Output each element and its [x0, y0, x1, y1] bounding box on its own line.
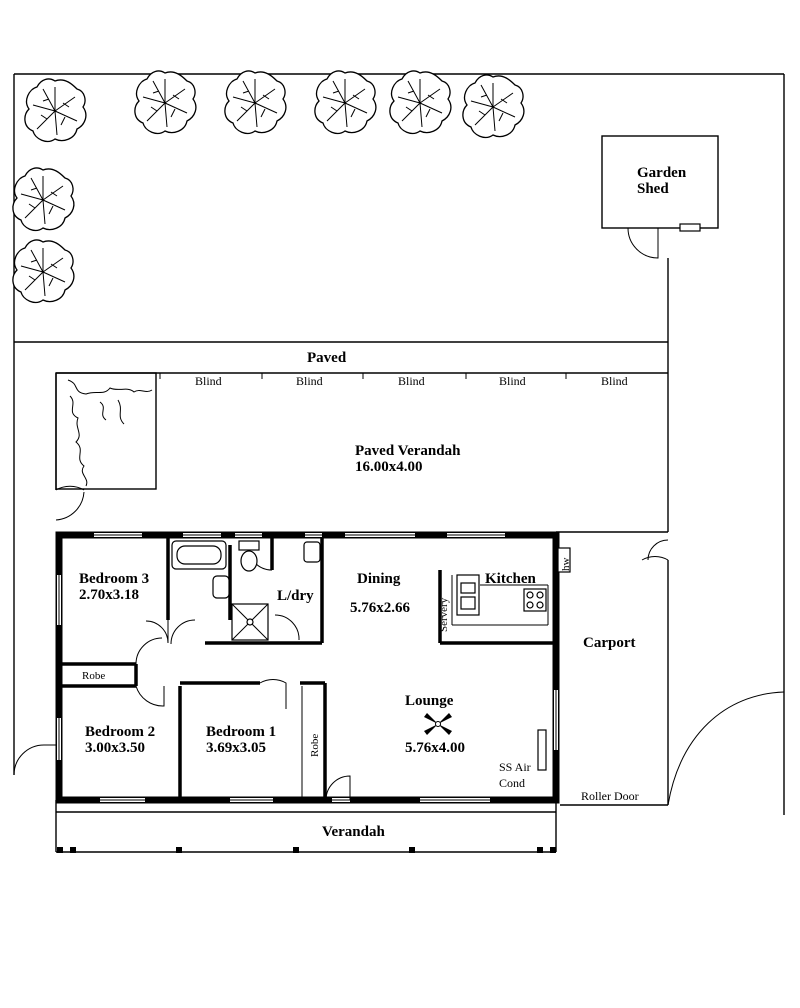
blind-label: Blind	[499, 374, 526, 388]
trees	[12, 70, 525, 304]
paved-verandah: Blind Blind Blind Blind Blind Paved Vera…	[55, 372, 668, 533]
ceiling-fan-icon	[424, 713, 452, 735]
lounge-label: Lounge	[405, 693, 454, 709]
bedroom3-size: 2.70x3.18	[79, 587, 139, 603]
robe-label: Robe	[82, 670, 105, 682]
door-swing-icon	[259, 679, 287, 709]
tree-icon	[389, 70, 452, 135]
garden-shed: Garden Shed	[601, 135, 719, 259]
roller-door-label: Roller Door	[581, 789, 639, 803]
blind-label: Blind	[296, 374, 323, 388]
door-swing-icon	[135, 685, 165, 707]
roller-door-swing	[667, 691, 785, 806]
hot-water-label: hw	[560, 558, 572, 572]
tree-icon	[12, 167, 75, 232]
garden-shed-label: Garden	[637, 165, 687, 181]
bedroom1-size: 3.69x3.05	[206, 740, 266, 756]
cooktop-icon	[523, 588, 547, 612]
air-conditioner	[537, 729, 547, 771]
tree-icon	[24, 78, 87, 143]
bedroom3-label: Bedroom 3	[79, 571, 149, 587]
tree-icon	[224, 70, 287, 135]
bedroom2-label: Bedroom 2	[85, 724, 155, 740]
door-swing-icon	[641, 539, 669, 561]
toilet-icon	[238, 540, 260, 572]
door-swing-icon	[170, 619, 196, 645]
house	[55, 531, 571, 804]
tree-icon	[134, 70, 197, 135]
shower-icon	[231, 603, 269, 641]
blind-label: Blind	[398, 374, 425, 388]
basin-icon	[212, 575, 230, 599]
blind-label: Blind	[601, 374, 628, 388]
bedroom2-size: 3.00x3.50	[85, 740, 145, 756]
lounge-size: 5.76x4.00	[405, 740, 465, 756]
blind-label: Blind	[195, 374, 222, 388]
air-cond-label-2: Cond	[499, 776, 525, 790]
robe-label: Robe	[309, 734, 321, 757]
door-swing-icon	[274, 614, 300, 641]
dining-size: 5.76x2.66	[350, 600, 411, 616]
hot-water-unit	[557, 547, 571, 573]
washtub-icon	[303, 541, 321, 563]
verandah-label: Verandah	[322, 824, 385, 840]
carport: Carport Roller Door	[560, 539, 785, 806]
door-swing-icon	[325, 775, 351, 801]
servery-label: Servery	[438, 597, 450, 632]
tree-icon	[12, 239, 75, 304]
door-swing-icon	[13, 744, 56, 776]
paved-verandah-label: Paved Verandah	[355, 443, 461, 459]
kitchen-label: Kitchen	[485, 571, 536, 587]
sink-icon	[456, 574, 480, 616]
carport-label: Carport	[583, 635, 636, 651]
paved-area: Paved	[13, 258, 669, 775]
laundry-label: L/dry	[277, 588, 314, 604]
bedroom1-label: Bedroom 1	[206, 724, 276, 740]
tree-icon	[314, 70, 377, 135]
tree-icon	[462, 74, 525, 139]
garden-shed-label-2: Shed	[637, 181, 669, 197]
paved-label: Paved	[307, 350, 347, 366]
dining-label: Dining	[357, 571, 401, 587]
door-swing-icon	[55, 485, 85, 521]
air-cond-label: SS Air	[499, 760, 531, 774]
paved-verandah-size: 16.00x4.00	[355, 459, 423, 475]
door-swing-icon	[135, 620, 169, 665]
garden-bed	[55, 372, 157, 490]
front-verandah: Verandah	[55, 800, 557, 853]
